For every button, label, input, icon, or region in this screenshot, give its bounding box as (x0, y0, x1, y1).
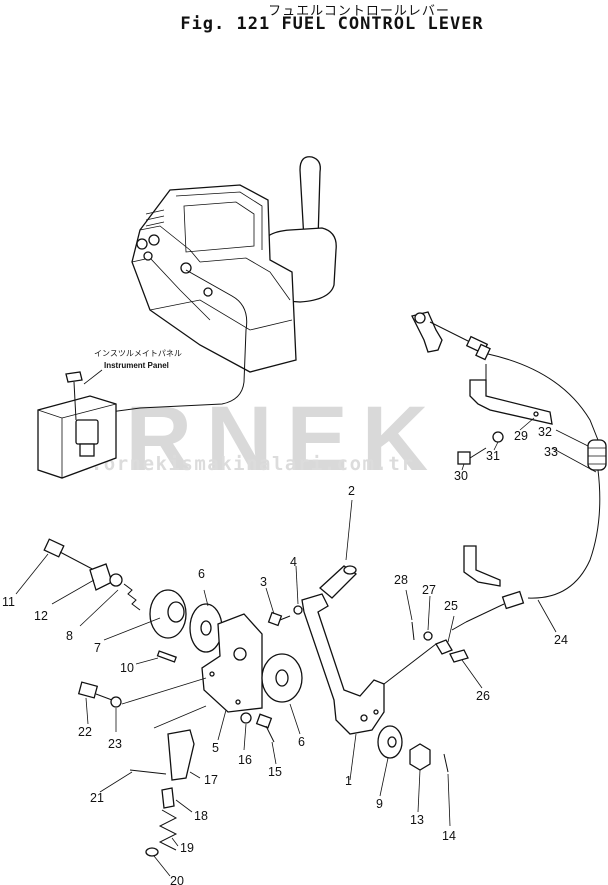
callout-32: 32 (538, 425, 552, 439)
callout-15: 15 (268, 765, 282, 779)
engine-illustration (131, 156, 337, 373)
callout-18: 18 (194, 809, 208, 823)
figure-title: Fig. 121 FUEL CONTROL LEVER (180, 14, 484, 34)
callout-10: 10 (120, 661, 134, 675)
callout-26: 26 (476, 689, 490, 703)
instrument-panel-label: Instrument Panel (104, 361, 169, 370)
callout-22: 22 (78, 725, 92, 739)
callout-7: 7 (94, 641, 101, 655)
instrument-panel-leader (83, 369, 103, 385)
callout-3: 3 (260, 575, 267, 589)
callout-19: 19 (180, 841, 194, 855)
callout-4: 4 (290, 555, 297, 569)
callout-1: 1 (345, 774, 352, 788)
callout-25: 25 (444, 599, 458, 613)
callout-8: 8 (66, 629, 73, 643)
callout-6-upper: 6 (198, 567, 205, 581)
cable-assembly-right (411, 311, 607, 631)
callout-23: 23 (108, 737, 122, 751)
callout-31: 31 (486, 449, 500, 463)
callout-9: 9 (376, 797, 383, 811)
callout-6-lower: 6 (298, 735, 305, 749)
watermark-site: www.ornekismakinalari.com.tr (52, 453, 414, 475)
callout-20: 20 (170, 874, 184, 885)
callout-11: 11 (2, 595, 15, 609)
leader-lines (15, 417, 597, 877)
callout-29: 29 (514, 429, 528, 443)
callout-21: 21 (90, 791, 104, 805)
instrument-panel-label-jp: インスツルメイトパネル (94, 349, 182, 358)
throttle-cable-upper (109, 269, 248, 413)
callout-17: 17 (204, 773, 218, 787)
callout-27: 27 (422, 583, 436, 597)
callout-2: 2 (348, 484, 355, 498)
callout-5: 5 (212, 741, 219, 755)
lower-assembly (43, 538, 469, 857)
callout-14: 14 (442, 829, 456, 843)
callout-28: 28 (394, 573, 408, 587)
callout-30: 30 (454, 469, 468, 483)
callout-12: 12 (34, 609, 48, 623)
callout-numbers: 1 2 3 4 5 6 6 7 8 9 10 11 12 13 14 15 16… (2, 425, 568, 885)
instrument-panel (37, 371, 117, 479)
callout-33: 33 (544, 445, 558, 459)
callout-13: 13 (410, 813, 424, 827)
callout-24: 24 (554, 633, 568, 647)
callout-16: 16 (238, 753, 252, 767)
figure-title-japanese: フュエルコントロールレバー (268, 4, 450, 19)
